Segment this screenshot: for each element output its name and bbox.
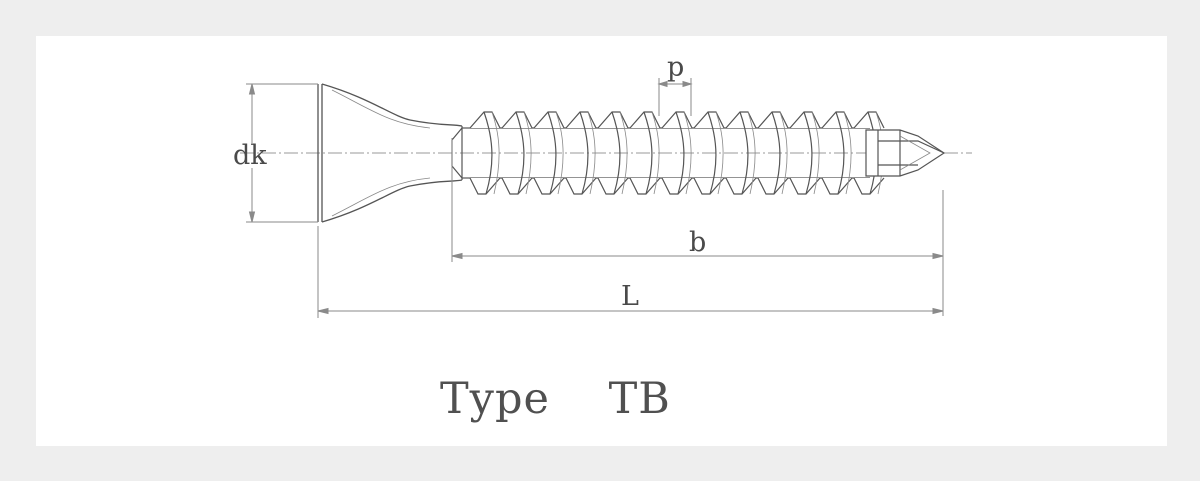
screw-head <box>317 83 463 223</box>
thread-crest-top <box>757 111 789 129</box>
thread-helix-shade <box>811 111 820 195</box>
thread-crest-bottom <box>533 177 565 195</box>
dimension-dk <box>246 83 318 223</box>
thread-helix <box>579 111 589 195</box>
thread-helix <box>611 111 621 195</box>
thread-helix-shade <box>683 111 692 195</box>
thread-crest-top <box>693 111 725 129</box>
dimension-label-b: b <box>689 227 707 258</box>
thread-helix <box>515 111 525 195</box>
drawing-panel <box>36 36 1167 446</box>
thread-crest-bottom <box>821 177 853 195</box>
dimension-L <box>317 226 944 318</box>
thread-crest-top <box>661 111 693 129</box>
thread-helix <box>835 111 845 195</box>
thread-helix-shade <box>843 111 852 195</box>
thread-crest-top <box>629 111 661 129</box>
thread-crest-bottom <box>853 177 885 195</box>
thread-crest-bottom <box>597 177 629 195</box>
thread-helix-shade <box>779 111 788 195</box>
thread-crest-bottom <box>757 177 789 195</box>
thread-crest-bottom <box>693 177 725 195</box>
thread-helix <box>675 111 685 195</box>
thread-crest-top <box>597 111 629 129</box>
thread-helix <box>803 111 813 195</box>
thread-helix <box>547 111 557 195</box>
thread-crest-bottom <box>661 177 693 195</box>
thread-helix <box>707 111 717 195</box>
thread-crest-top <box>533 111 565 129</box>
dimension-label-dk: dk <box>233 140 267 171</box>
dimension-b <box>451 138 944 316</box>
thread-helix <box>771 111 781 195</box>
thread-crest-top <box>469 111 501 129</box>
thread-helix-shade <box>747 111 756 195</box>
thread-crest-bottom <box>469 177 501 195</box>
thread-helix <box>643 111 653 195</box>
thread-helix-shade <box>491 111 500 195</box>
thread-helix <box>483 111 493 195</box>
thread-crest-top <box>565 111 597 129</box>
screw-thread <box>451 111 885 195</box>
thread-crest-bottom <box>565 177 597 195</box>
thread-crest-bottom <box>629 177 661 195</box>
drill-point <box>865 129 946 177</box>
thread-crest-top <box>501 111 533 129</box>
dimension-p <box>657 78 693 116</box>
thread-helix-shade <box>587 111 596 195</box>
dimension-label-p: p <box>667 52 685 83</box>
thread-helix-shade <box>619 111 628 195</box>
thread-crest-top <box>821 111 853 129</box>
thread-helix-shade <box>715 111 724 195</box>
thread-crest-bottom <box>501 177 533 195</box>
thread-helix-shade <box>523 111 532 195</box>
dimension-label-L: L <box>621 281 639 312</box>
thread-crest-top <box>789 111 821 129</box>
thread-helix-shade <box>555 111 564 195</box>
thread-crest-bottom <box>789 177 821 195</box>
thread-helix <box>739 111 749 195</box>
thread-crest-top <box>725 111 757 129</box>
drawing-title: Type TB <box>440 374 671 424</box>
thread-helix-shade <box>651 111 660 195</box>
thread-crest-top <box>853 111 885 129</box>
thread-crest-bottom <box>725 177 757 195</box>
